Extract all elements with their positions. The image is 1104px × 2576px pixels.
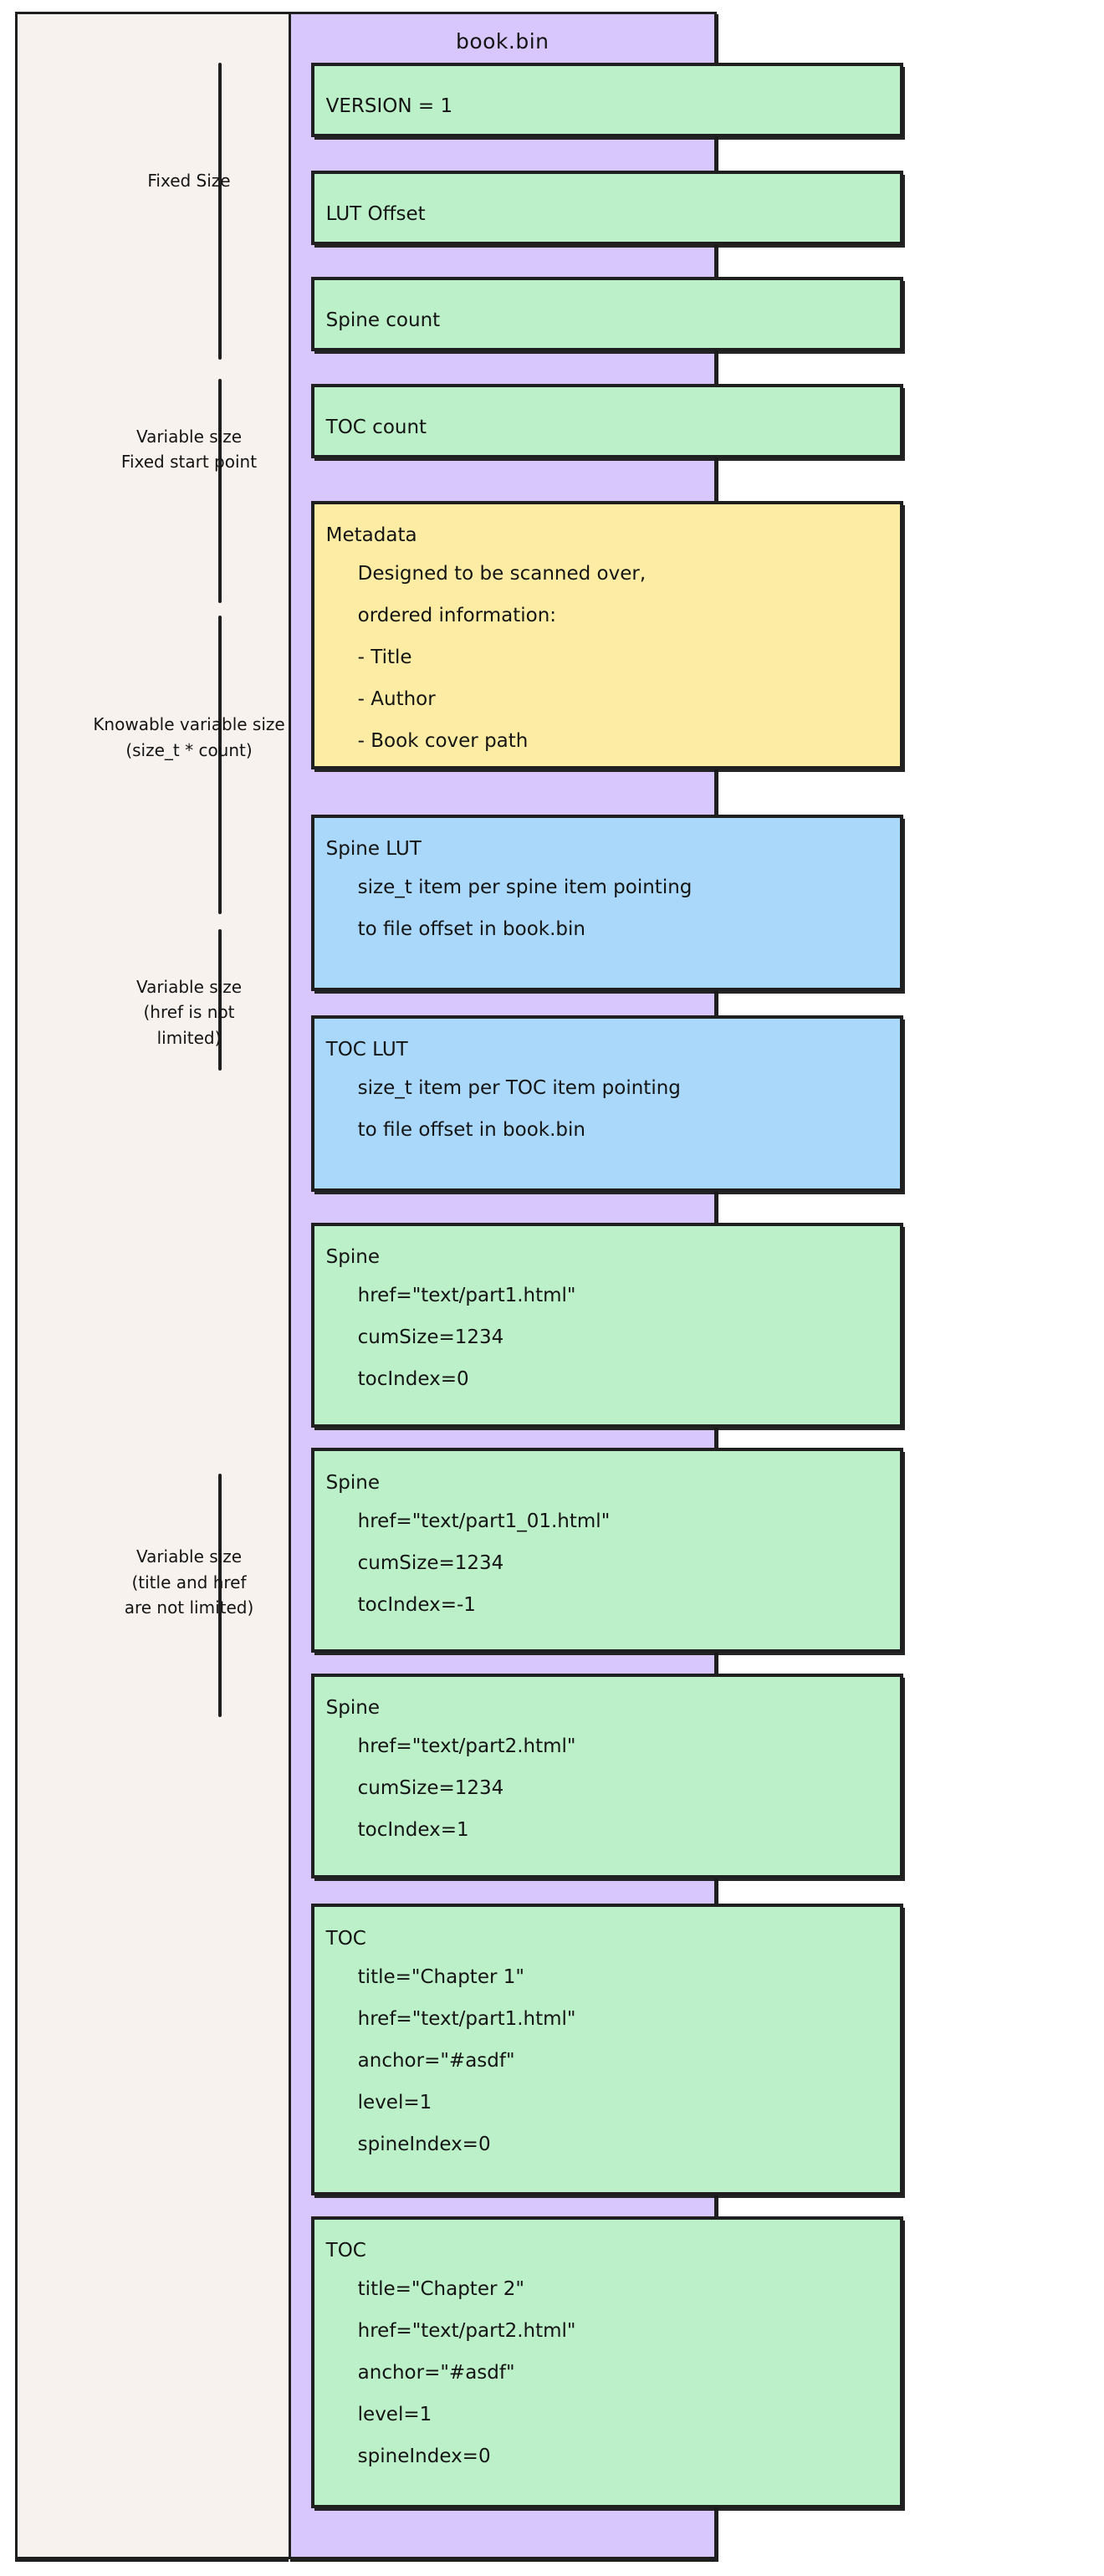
bracket-variable-size-title-href <box>217 1473 222 1717</box>
block-spine-count: Spine count <box>310 276 903 351</box>
block-spine-3-head: Spine <box>325 1697 380 1720</box>
block-lut-offset: LUT Offset <box>310 170 903 245</box>
block-spine-lut-body: size_t item per spine item pointing to f… <box>357 877 693 941</box>
bracket-knowable-variable-size <box>217 616 222 915</box>
block-toc-1: TOC title="Chapter 1" href="text/part1.h… <box>310 1904 903 2196</box>
block-spine-1: Spine href="text/part1.html" cumSize=123… <box>310 1222 903 1428</box>
bracket-variable-fixed-start <box>217 379 222 604</box>
block-spine-count-head: Spine count <box>325 309 441 331</box>
block-version-head: VERSION = 1 <box>325 95 453 118</box>
bracket-fixed-size <box>217 63 222 360</box>
file-title: book.bin <box>455 29 549 54</box>
annotation-variable-size-title-href: Variable size (title and href are not li… <box>124 1546 254 1618</box>
block-spine-2: Spine href="text/part1_01.html" cumSize=… <box>310 1448 903 1653</box>
block-spine-3: Spine href="text/part2.html" cumSize=123… <box>310 1673 903 1878</box>
block-metadata-body: Designed to be scanned over, ordered inf… <box>357 563 647 752</box>
block-toc-count-head: TOC count <box>325 417 427 439</box>
book-bin-container: book.bin VERSION = 1 LUT Offset Spine co… <box>288 12 903 2559</box>
block-metadata: Metadata Designed to be scanned over, or… <box>310 500 903 770</box>
block-toc-2: TOC title="Chapter 2" href="text/part2.h… <box>310 2216 903 2508</box>
block-toc-lut-body: size_t item per TOC item pointing to fil… <box>357 1077 681 1142</box>
block-spine-lut: Spine LUT size_t item per spine item poi… <box>310 814 903 991</box>
block-toc-lut-head: TOC LUT <box>325 1039 408 1061</box>
block-toc-2-head: TOC <box>325 2240 366 2262</box>
book-bin-layout-diagram: Fixed Size Variable size Fixed start poi… <box>15 12 1089 2559</box>
annotation-column: Fixed Size Variable size Fixed start poi… <box>15 12 289 2559</box>
annotation-fixed-size: Fixed Size <box>147 170 231 191</box>
annotation-variable-size-href: Variable size (href is not limited) <box>135 976 243 1048</box>
block-toc-count: TOC count <box>310 384 903 459</box>
block-spine-1-head: Spine <box>325 1246 380 1269</box>
block-toc-lut: TOC LUT size_t item per TOC item pointin… <box>310 1015 903 1193</box>
block-spine-1-body: href="text/part1.html" cumSize=1234 tocI… <box>357 1285 576 1391</box>
annotation-variable-fixed-start: Variable size Fixed start point <box>120 426 258 473</box>
block-toc-2-body: title="Chapter 2" href="text/part2.html"… <box>357 2278 576 2468</box>
block-toc-1-head: TOC <box>325 1927 366 1950</box>
bracket-variable-size-href <box>217 929 222 1071</box>
block-version: VERSION = 1 <box>310 63 903 137</box>
block-spine-3-body: href="text/part2.html" cumSize=1234 tocI… <box>357 1735 576 1842</box>
annotation-knowable-variable-size: Knowable variable size (size_t * count) <box>93 714 285 760</box>
block-spine-2-head: Spine <box>325 1471 380 1494</box>
block-spine-lut-head: Spine LUT <box>325 838 422 861</box>
block-metadata-head: Metadata <box>325 524 417 547</box>
block-lut-offset-head: LUT Offset <box>325 202 426 225</box>
block-spine-2-body: href="text/part1_01.html" cumSize=1234 t… <box>357 1510 611 1616</box>
block-toc-1-body: title="Chapter 1" href="text/part1.html"… <box>357 1965 576 2155</box>
